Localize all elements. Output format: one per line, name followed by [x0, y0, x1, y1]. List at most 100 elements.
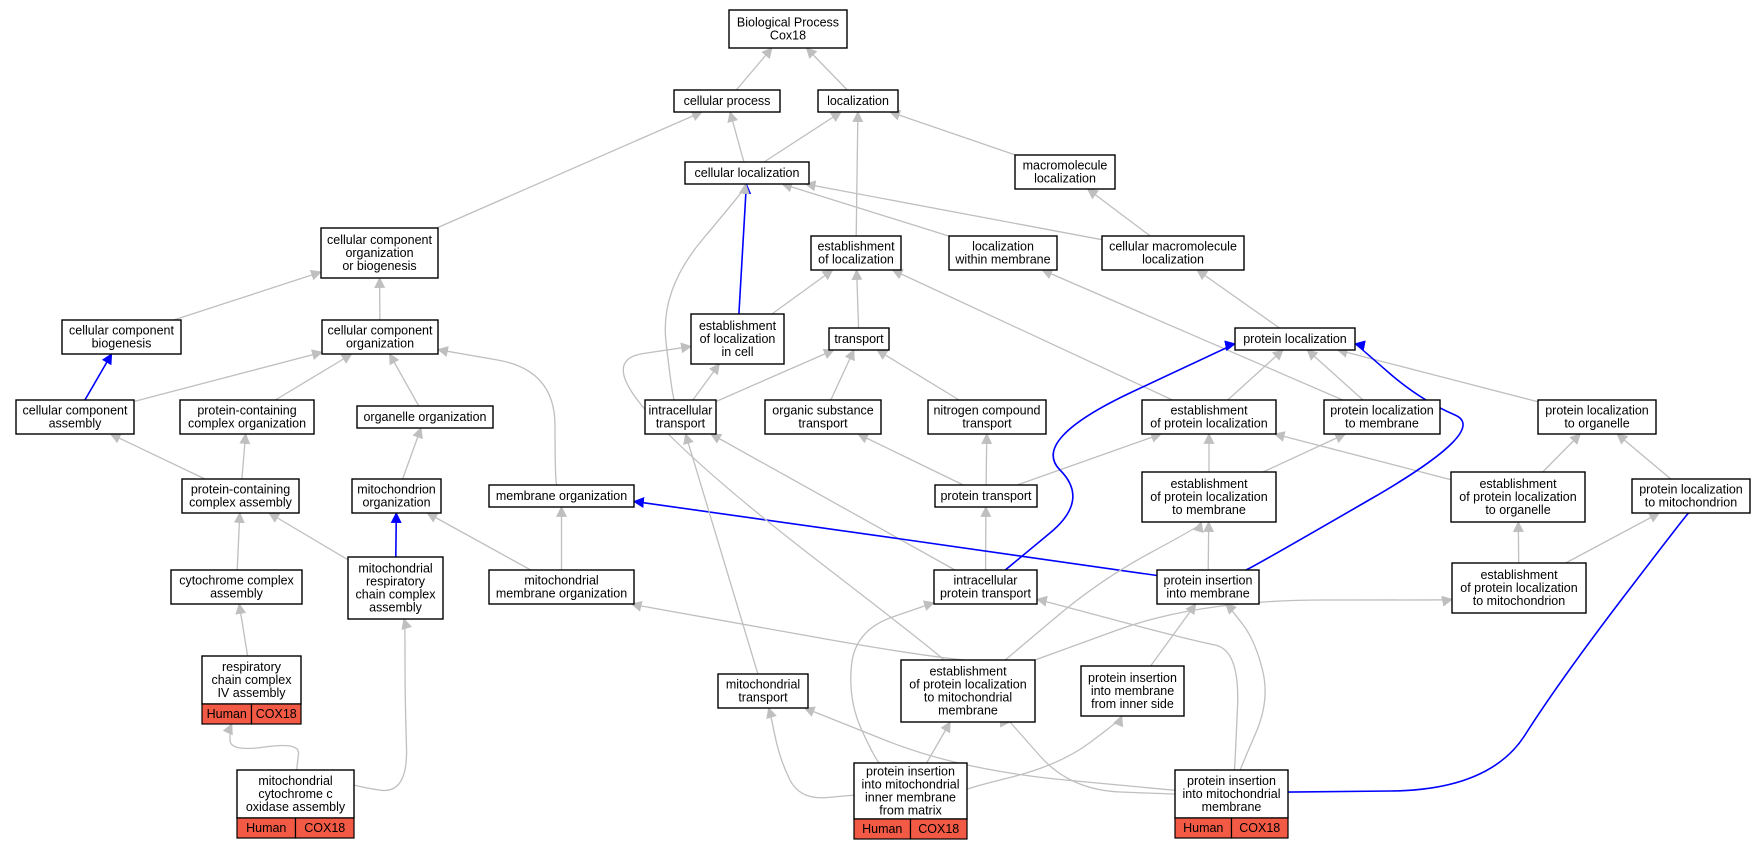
node-label-line: organic substance [772, 404, 874, 418]
node-label-line: complex organization [188, 417, 306, 431]
is-a-edge [981, 432, 993, 486]
is-a-edge [1565, 512, 1661, 564]
highlighted-edge [1004, 340, 1237, 571]
node-box [684, 161, 810, 185]
node-label-line: establishment [1170, 404, 1248, 418]
is-a-edge [133, 349, 324, 403]
is-a-edge [352, 617, 413, 792]
node-label-line: protein-containing [191, 483, 290, 497]
node-label-line: mitochondrial [726, 678, 800, 692]
node-label-line: protein transport [940, 489, 1032, 503]
node-transport[interactable]: transport [828, 327, 890, 351]
node-label-line: mitochondrion [357, 483, 436, 497]
node-box [828, 327, 890, 351]
is-a-edge [1041, 268, 1343, 401]
node-ploc[interactable]: protein localization [1234, 327, 1356, 351]
node-label-line: Cox18 [770, 29, 806, 43]
is-a-edge [426, 512, 532, 571]
node-cp[interactable]: cellular process [673, 89, 781, 113]
node-label-line: IV assembly [217, 686, 286, 700]
node-label-line: transport [962, 417, 1012, 431]
is-a-edge [891, 269, 1173, 401]
node-label-line: assembly [369, 601, 423, 615]
node-label-line: protein localization [1639, 483, 1743, 497]
node-label-line: in cell [722, 345, 754, 359]
is-a-edge [771, 269, 834, 315]
node-label-line: localization [827, 94, 889, 108]
is-a-edge [622, 342, 945, 661]
node-orgo[interactable]: organelle organization [356, 405, 494, 429]
node-label-line: of protein localization [909, 678, 1026, 692]
is-a-edge [1227, 349, 1284, 401]
tag-box [1230, 817, 1289, 839]
node-label-line: localization [972, 240, 1034, 254]
node-label-line: intracellular [649, 404, 713, 418]
node-label-line: into mitochondrial [862, 778, 960, 792]
node-ptrans[interactable]: protein transport [934, 484, 1038, 508]
node-label-line: mitochondrial [358, 562, 432, 576]
is-a-edge [781, 181, 950, 237]
is-a-edge [630, 600, 1016, 663]
node-cloc[interactable]: cellular localization [684, 161, 810, 185]
node-label-line: respiratory [222, 660, 282, 674]
node-loc[interactable]: localization [817, 89, 899, 113]
node-box [934, 484, 1038, 508]
node-box [1451, 562, 1587, 614]
node-label-line: chain complex [356, 588, 437, 602]
node-memo[interactable]: membrane organization [488, 484, 635, 508]
node-box [900, 659, 1036, 723]
is-a-edge [857, 433, 964, 486]
node-box [1156, 569, 1260, 605]
node-box [15, 399, 135, 435]
node-box [1450, 471, 1586, 523]
node-label-line: membrane organization [496, 489, 627, 503]
node-label-line: cellular localization [695, 166, 800, 180]
node-box [1537, 399, 1657, 435]
node-label-line: to membrane [1172, 503, 1246, 517]
is-a-edge [233, 511, 245, 571]
node-box [948, 235, 1058, 271]
node-label-line: to mitochondrial [924, 691, 1012, 705]
node-box [356, 405, 494, 429]
node-box [644, 399, 717, 435]
is-a-edge [1542, 433, 1581, 473]
is-a-edge [830, 349, 855, 401]
node-box [673, 89, 781, 113]
highlighted-edge [1287, 502, 1696, 793]
